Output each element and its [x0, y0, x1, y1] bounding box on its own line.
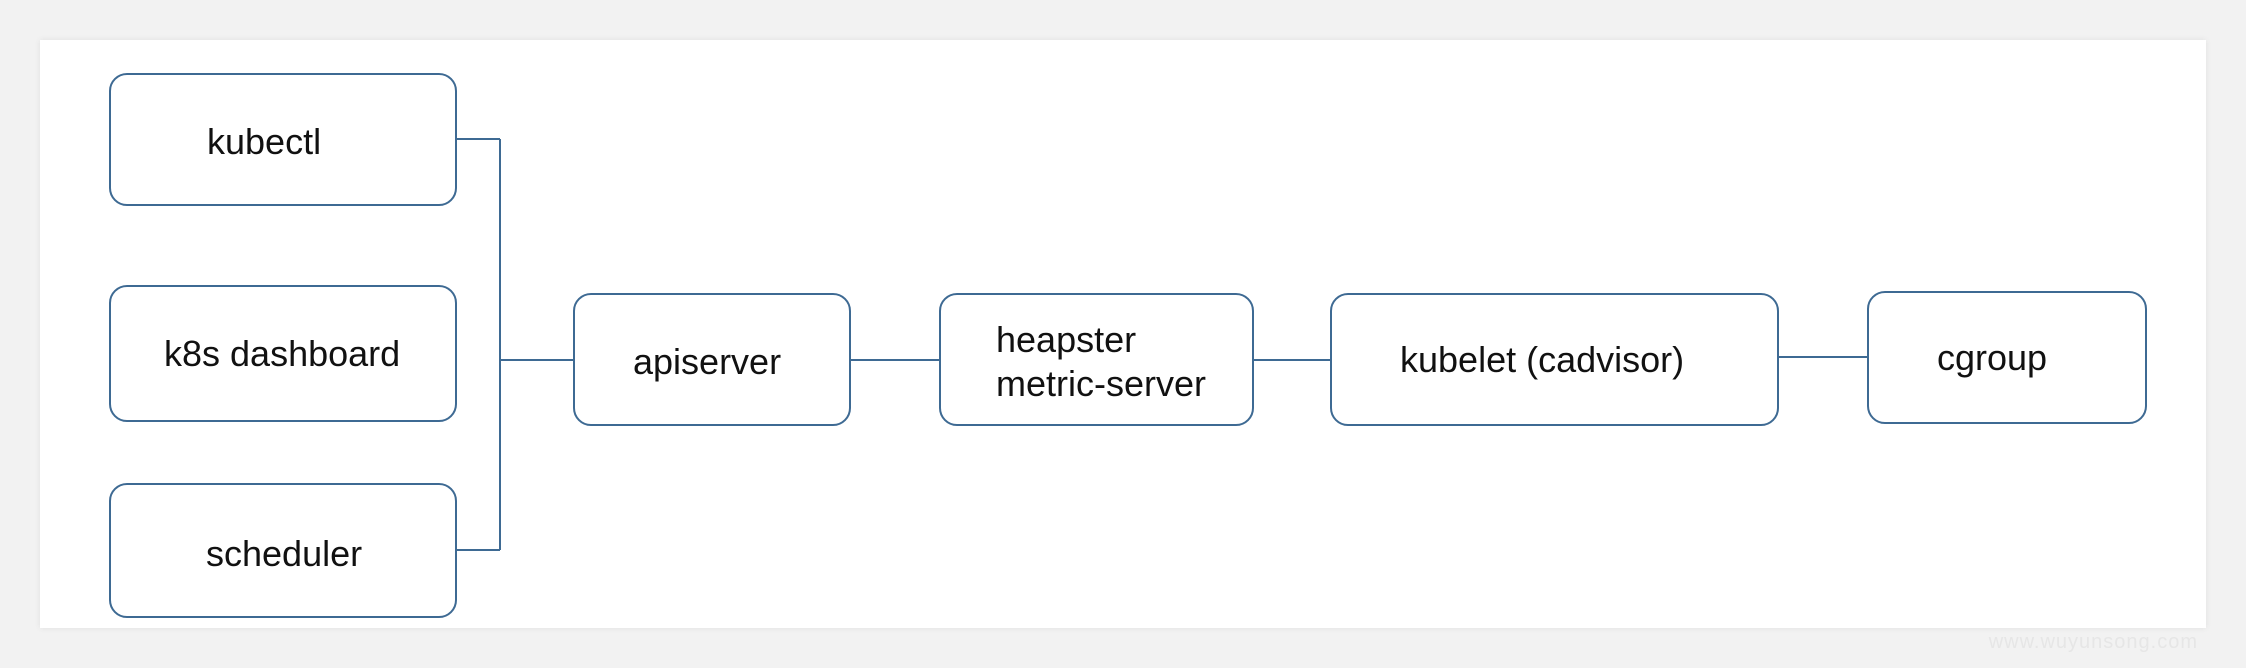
- watermark: www.wuyunsong.com: [1988, 631, 2198, 653]
- cgroup-label: cgroup: [1937, 337, 2048, 378]
- kubectl-label: kubectl: [207, 121, 322, 162]
- scheduler-label: scheduler: [206, 533, 363, 574]
- kubectl-node: kubectl: [109, 73, 457, 206]
- scheduler-node: scheduler: [109, 483, 457, 618]
- cgroup-node: cgroup: [1867, 291, 2147, 424]
- apiserver-label: apiserver: [633, 341, 782, 382]
- kubelet-cadvisor-label: kubelet (cadvisor): [1400, 339, 1685, 380]
- heapster-metric-server-node: heapster metric-server: [939, 293, 1254, 426]
- kubelet-cadvisor-node: kubelet (cadvisor): [1330, 293, 1779, 426]
- heapster-label: heapster: [996, 319, 1137, 360]
- k8s-dashboard-node: k8s dashboard: [109, 285, 457, 422]
- metric-server-label: metric-server: [996, 363, 1207, 404]
- k8s-dashboard-label: k8s dashboard: [164, 333, 401, 374]
- apiserver-node: apiserver: [573, 293, 851, 426]
